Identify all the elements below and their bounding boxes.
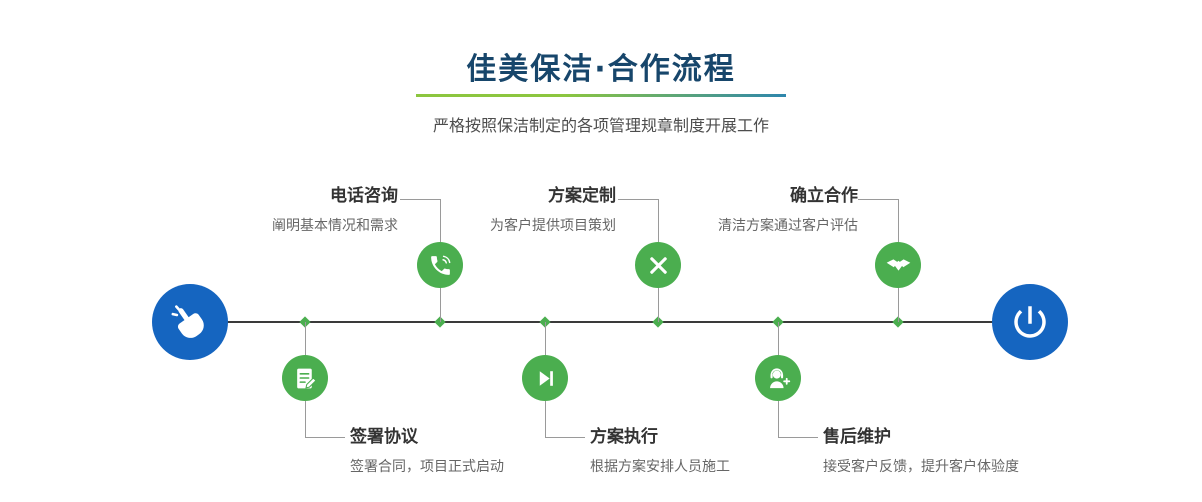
connector-line xyxy=(305,437,345,438)
connector-line xyxy=(778,322,779,355)
design-icon xyxy=(646,253,671,278)
step-node-support xyxy=(755,355,801,401)
step-title: 方案执行 xyxy=(590,427,658,447)
page-title: 佳美保洁·合作流程 xyxy=(466,52,736,87)
connector-line xyxy=(618,199,658,200)
connector-line xyxy=(305,322,306,355)
step-desc: 清洁方案通过客户评估 xyxy=(718,218,858,234)
step-label-contract: 签署协议 签署合同，项目正式启动 xyxy=(350,427,570,476)
step-label-phone: 电话咨询 阐明基本情况和需求 xyxy=(198,186,398,235)
timeline-end-node xyxy=(992,284,1068,360)
contract-icon xyxy=(293,366,318,391)
connector-line xyxy=(898,199,899,242)
step-node-phone xyxy=(417,242,463,288)
connector-line xyxy=(858,199,898,200)
step-node-cooperate xyxy=(875,242,921,288)
connector-line xyxy=(658,288,659,322)
play-icon xyxy=(533,366,558,391)
step-title: 售后维护 xyxy=(823,427,891,447)
phone-icon xyxy=(428,253,453,278)
title-underline xyxy=(416,94,786,97)
step-node-execute xyxy=(522,355,568,401)
step-label-execute: 方案执行 根据方案安排人员施工 xyxy=(590,427,810,476)
step-node-contract xyxy=(282,355,328,401)
hand-click-icon xyxy=(169,301,211,343)
step-label-support: 售后维护 接受客户反馈，提升客户体验度 xyxy=(823,427,1063,476)
page-subtitle: 严格按照保洁制定的各项管理规章制度开展工作 xyxy=(432,116,769,135)
connector-line xyxy=(545,437,585,438)
timeline xyxy=(190,321,1030,323)
step-title: 签署协议 xyxy=(350,427,418,447)
timeline-start-node xyxy=(152,284,228,360)
connector-line xyxy=(545,401,546,437)
handshake-icon xyxy=(885,252,912,279)
connector-line xyxy=(440,199,441,242)
step-desc: 根据方案安排人员施工 xyxy=(590,459,730,475)
step-desc: 为客户提供项目策划 xyxy=(490,218,616,234)
power-icon xyxy=(1009,301,1051,343)
connector-line xyxy=(400,199,440,200)
step-label-cooperate: 确立合作 清洁方案通过客户评估 xyxy=(654,186,858,235)
connector-line xyxy=(658,199,659,242)
step-title: 方案定制 xyxy=(548,186,616,206)
step-desc: 签署合同，项目正式启动 xyxy=(350,459,504,475)
step-node-design xyxy=(635,242,681,288)
step-desc: 阐明基本情况和需求 xyxy=(272,218,398,234)
step-title: 确立合作 xyxy=(790,186,858,206)
step-desc: 接受客户反馈，提升客户体验度 xyxy=(823,459,1019,475)
connector-line xyxy=(898,288,899,322)
connector-line xyxy=(778,401,779,437)
connector-line xyxy=(305,401,306,437)
support-icon xyxy=(765,365,792,392)
connector-line xyxy=(778,437,818,438)
step-label-design: 方案定制 为客户提供项目策划 xyxy=(416,186,616,235)
step-title: 电话咨询 xyxy=(330,186,398,206)
connector-line xyxy=(440,288,441,322)
connector-line xyxy=(545,322,546,355)
